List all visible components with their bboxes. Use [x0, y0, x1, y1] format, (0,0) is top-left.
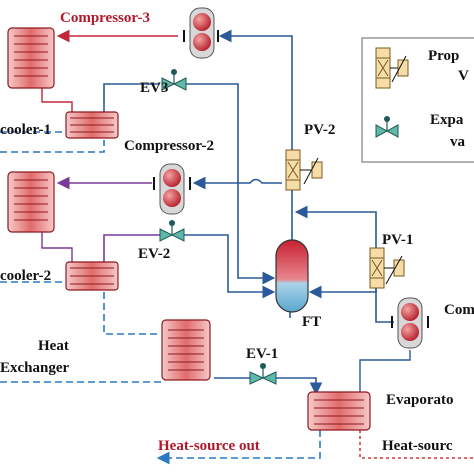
legend-exp-valve-line2: va [450, 134, 466, 150]
proportional-valve-pv1 [369, 247, 405, 289]
legend-expansion-valve-icon [375, 116, 399, 138]
pipe-ev2-ft [184, 234, 276, 299]
label-ev3: EV3 [140, 80, 168, 96]
expansion-valve-ev1 [249, 363, 277, 385]
pipe-comp1-pv1 [375, 286, 394, 323]
label-heat-source-out: Heat-source out [158, 438, 260, 454]
pipe-comp3-suction [218, 29, 293, 190]
label-heat-exchanger-line2: Exchanger [0, 360, 70, 376]
label-ev2: EV-2 [138, 246, 170, 262]
compressor-1 [391, 297, 429, 349]
compressor-2 [153, 163, 191, 215]
heat-exchanger-top [7, 27, 55, 89]
label-ev1: EV-1 [246, 346, 278, 362]
pipe-hx1-cooler1 [41, 88, 73, 112]
label-pv1: PV-1 [382, 232, 413, 248]
cooler-2 [65, 261, 119, 291]
legend-prop-valve-line2: V [458, 68, 469, 84]
water-line-1b [0, 140, 105, 153]
pipe-cooler2-ev2 [103, 234, 160, 262]
pipe-pv1 [294, 205, 377, 258]
flash-tank [275, 239, 309, 313]
label-pv2: PV-2 [304, 122, 335, 138]
pipe-evap-comp1 [359, 350, 411, 392]
label-compressor-3: Compressor-3 [60, 10, 150, 26]
pipe-ev3-ft [186, 83, 276, 285]
label-cooler-1: cooler-1 [0, 122, 51, 138]
label-cooler-2: cooler-2 [0, 268, 51, 284]
legend-exp-valve-line1: Expa [430, 112, 464, 128]
heat-exchanger-middle [7, 171, 55, 233]
water-line-2b [103, 292, 160, 335]
legend-box [361, 37, 474, 163]
pipe-comp2-suction [192, 176, 282, 190]
label-heat-source-in: Heat-sourc [382, 438, 453, 454]
cooler-1 [65, 111, 119, 139]
proportional-valve-pv2 [285, 149, 323, 191]
compressor-3 [183, 7, 219, 59]
expansion-valve-ev3 [161, 69, 187, 91]
pipe-ev1-evap [276, 377, 323, 396]
label-compressor-1: Com [444, 302, 474, 318]
heat-exchanger-bottom [161, 319, 211, 381]
pipe-hx2-cooler2 [41, 230, 73, 262]
pipe-cooler1-ev3 [103, 83, 160, 112]
label-evaporator: Evaporato [386, 392, 454, 408]
evaporator [307, 391, 371, 431]
legend-prop-valve-line1: Prop [428, 48, 459, 64]
legend-proportional-valve-icon [375, 47, 409, 89]
label-heat-exchanger-line1: Heat [38, 338, 69, 354]
label-compressor-2: Compressor-2 [124, 138, 214, 154]
heat-source-out-line [156, 430, 321, 465]
label-ft: FT [302, 314, 321, 330]
heat-source-in-line [359, 430, 474, 459]
pipe-pv1-ft [308, 280, 377, 299]
expansion-valve-ev2 [159, 220, 185, 242]
